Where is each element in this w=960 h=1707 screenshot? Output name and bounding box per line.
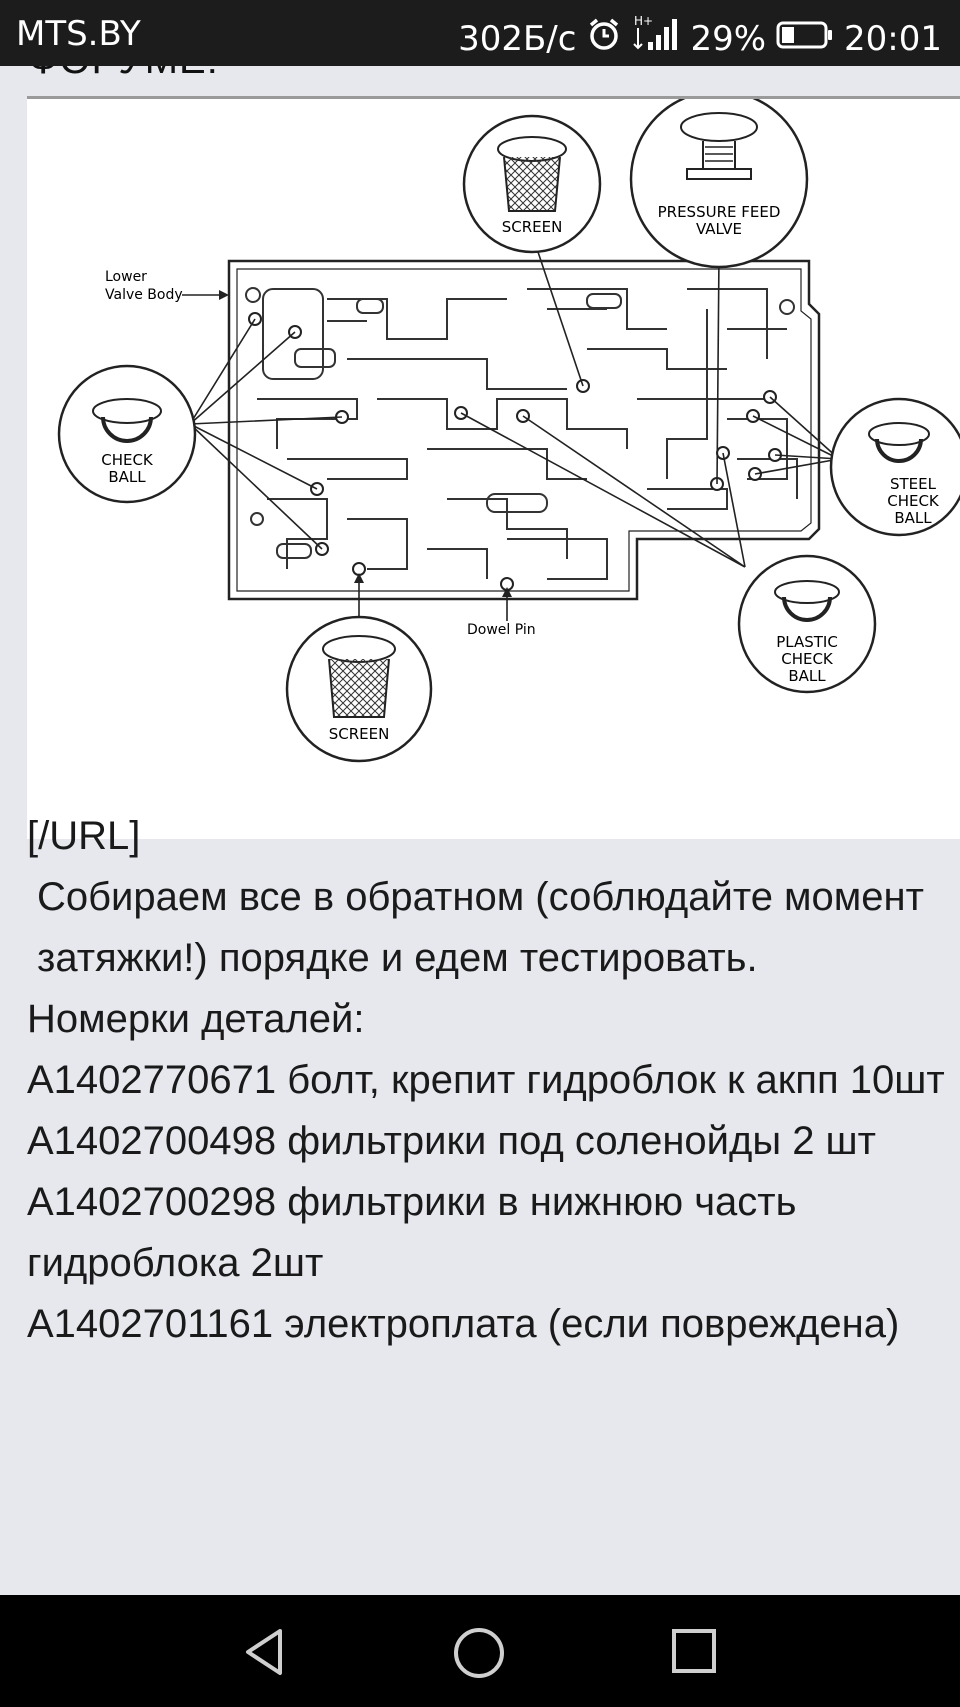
check-ball-callout: CHECK BALL bbox=[57, 364, 197, 504]
part-circuit-board: A1402701161 электроплата (если поврежден… bbox=[27, 1302, 900, 1346]
status-bar: MTS.BY 302Б/с H+ 29% 20:01 bbox=[0, 0, 960, 66]
valve-body-plate bbox=[227, 259, 821, 601]
network-speed: 302Б/с bbox=[458, 18, 577, 59]
steel-label-3: BALL bbox=[894, 509, 932, 527]
back-icon[interactable] bbox=[240, 1627, 290, 1682]
pressure-feed-valve-callout: PRESSURE FEED VALVE bbox=[629, 99, 809, 269]
steel-label-1: STEEL bbox=[890, 475, 937, 493]
plastic-label-1: PLASTIC bbox=[776, 633, 838, 651]
home-icon[interactable] bbox=[453, 1627, 505, 1684]
screen-top-label: SCREEN bbox=[502, 218, 563, 236]
post-content: ФОРУМЕ! bbox=[0, 66, 960, 1595]
callout-points bbox=[248, 312, 782, 591]
plastic-label-3: BALL bbox=[788, 667, 826, 685]
signal-icon: H+ bbox=[632, 14, 680, 63]
paragraph-reassembly: Собираем все в обратном (соблюдайте моме… bbox=[37, 875, 924, 980]
battery-percent: 29% bbox=[690, 18, 767, 59]
leader-lines bbox=[182, 248, 840, 621]
paragraph-parts-heading: Номерки деталей: bbox=[27, 997, 365, 1041]
valve-body-diagram: CHECK BALL SCREEN PRESSURE FEED VALVE bbox=[27, 96, 960, 839]
recents-icon[interactable] bbox=[670, 1627, 718, 1680]
pressure-feed-label-2: VALVE bbox=[696, 220, 742, 238]
steel-label-2: CHECK bbox=[887, 492, 940, 510]
lower-label-1: Lower bbox=[105, 269, 147, 285]
cut-off-heading: ФОРУМЕ! bbox=[28, 66, 219, 83]
plastic-label-2: CHECK bbox=[781, 650, 834, 668]
screen-bottom-callout: SCREEN bbox=[285, 615, 433, 763]
alarm-icon bbox=[586, 16, 622, 61]
lower-label-2: Valve Body bbox=[105, 287, 183, 303]
part-lower-filters: A1402700298 фильтрики в нижнюю часть гид… bbox=[27, 1180, 797, 1285]
check-ball-label-2: BALL bbox=[108, 468, 146, 486]
navigation-bar bbox=[0, 1595, 960, 1707]
url-closing-tag: [/URL] bbox=[27, 814, 141, 858]
part-solenoid-filters: A1402700498 фильтрики под соленойды 2 шт bbox=[27, 1119, 876, 1163]
steel-check-ball-callout: STEEL CHECK BALL bbox=[829, 397, 960, 537]
part-bolt: A1402770671 болт, крепит гидроблок к акп… bbox=[27, 1058, 945, 1102]
post-body: [/URL] Собираем все в обратном (соблюдай… bbox=[27, 806, 957, 1355]
carrier-name: MTS.BY bbox=[16, 14, 141, 54]
screen-bottom-label: SCREEN bbox=[329, 725, 390, 743]
check-ball-label-1: CHECK bbox=[101, 451, 154, 469]
plastic-check-ball-callout: PLASTIC CHECK BALL bbox=[737, 554, 877, 694]
battery-icon bbox=[776, 19, 834, 59]
leader-arrowheads bbox=[219, 290, 512, 597]
clock: 20:01 bbox=[844, 18, 942, 59]
lower-valve-body-label: Lower Valve Body bbox=[105, 269, 183, 303]
dowel-pin-label: Dowel Pin bbox=[467, 622, 536, 638]
network-type: H+ bbox=[634, 14, 653, 28]
valve-body-passages bbox=[245, 287, 798, 580]
screen-top-callout: SCREEN bbox=[462, 114, 602, 254]
pressure-feed-label-1: PRESSURE FEED bbox=[658, 203, 781, 221]
status-indicators: 302Б/с H+ 29% 20:01 bbox=[458, 14, 942, 63]
